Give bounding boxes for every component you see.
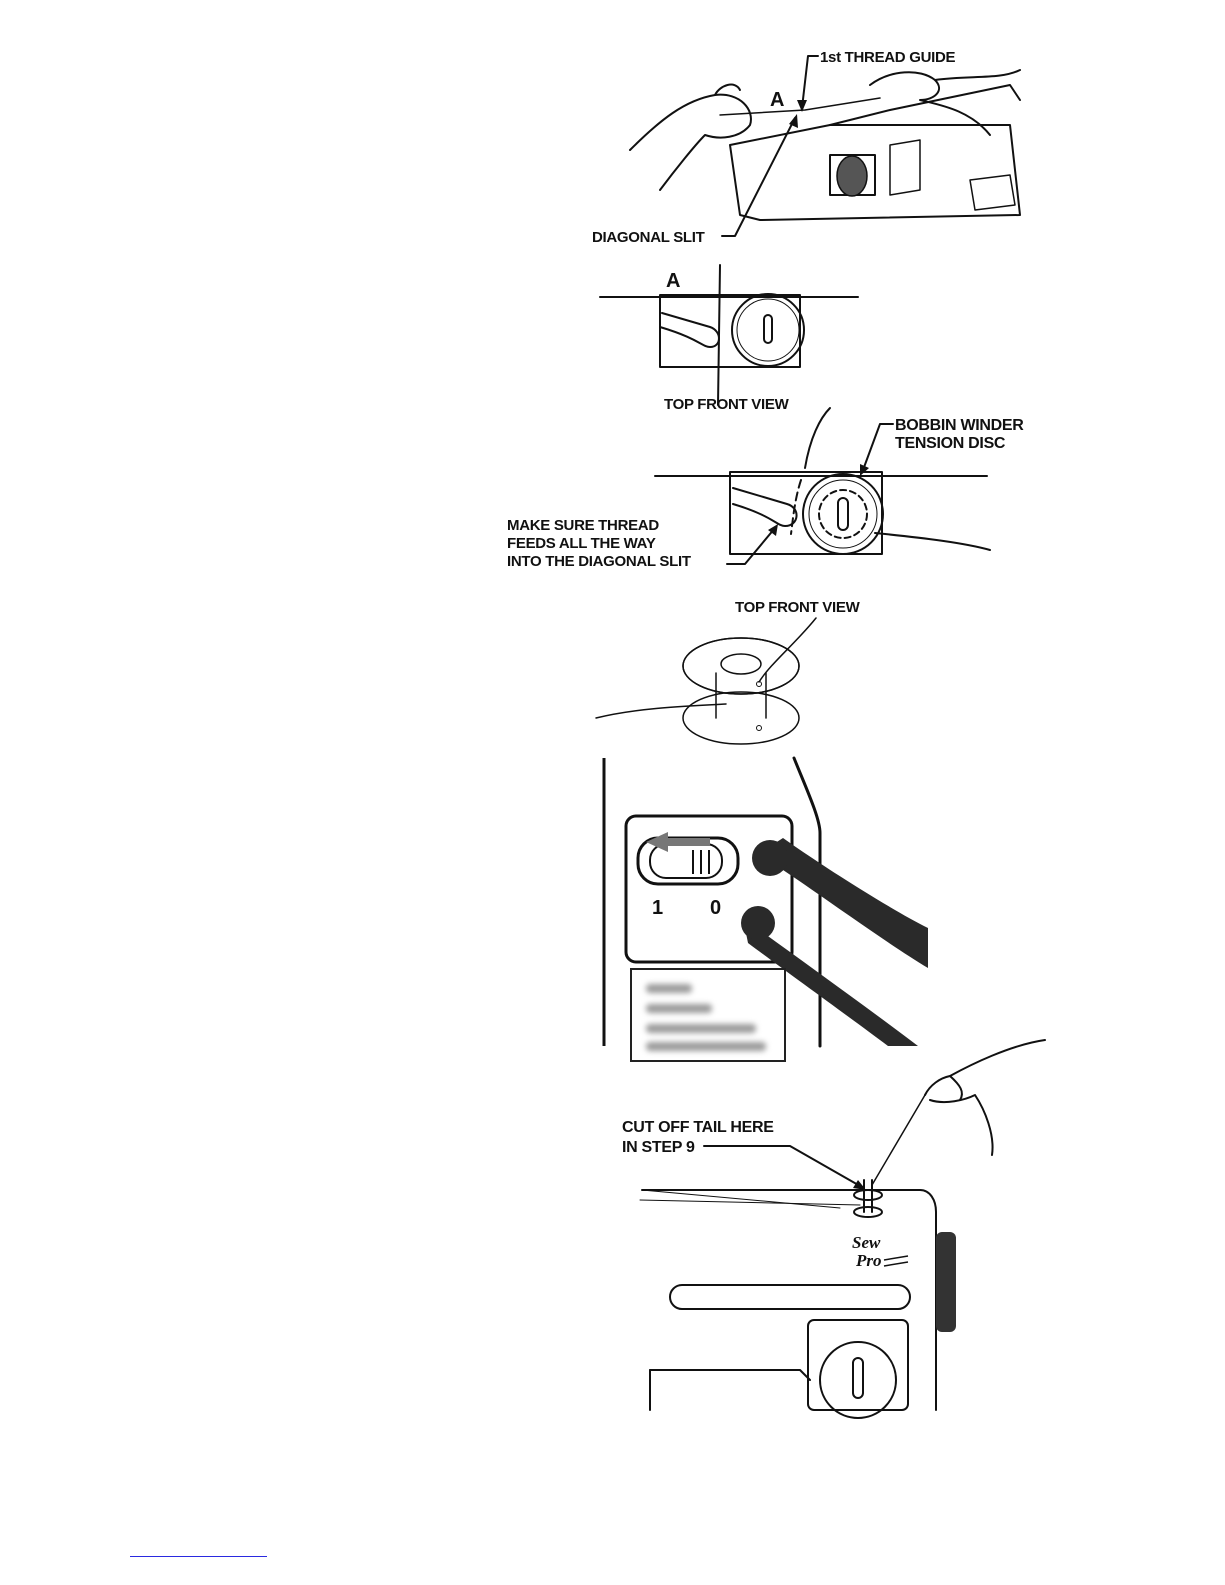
figure-cut-off-tail: CUT OFF TAIL HERE IN STEP 9 Sew Pro xyxy=(620,1040,1060,1410)
label-a-2: A xyxy=(666,270,680,292)
label-feed-1: MAKE SURE THREAD xyxy=(507,517,659,534)
label-a: A xyxy=(770,89,784,111)
bobbin-icon xyxy=(596,618,836,748)
figure-tension-disc: BOBBIN WINDER TENSION DISC MAKE SURE THR… xyxy=(505,408,1015,618)
label-tension-disc-2: TENSION DISC xyxy=(895,435,1006,452)
switch-label-off: 0 xyxy=(710,897,721,919)
figure-top-front-view-a: A TOP FRONT VIEW xyxy=(600,265,860,410)
label-cut-2: IN STEP 9 xyxy=(622,1139,695,1156)
label-feed-3: INTO THE DIAGONAL SLIT xyxy=(507,553,691,570)
switch-label-on: 1 xyxy=(652,897,663,919)
label-thread-guide: 1st THREAD GUIDE xyxy=(820,49,956,66)
label-cut-1: CUT OFF TAIL HERE xyxy=(622,1119,774,1136)
figure-thread-guide: A 1st THREAD GUIDE DIAGONAL SLIT xyxy=(590,40,1050,250)
label-diagonal-slit: DIAGONAL SLIT xyxy=(592,229,705,246)
brand-logo-pro: Pro xyxy=(855,1251,882,1270)
label-tension-disc-1: BOBBIN WINDER xyxy=(895,417,1024,434)
label-feed-2: FEEDS ALL THE WAY xyxy=(507,535,656,552)
brand-logo-sew: Sew xyxy=(852,1233,881,1252)
footer-link-underline[interactable] xyxy=(130,1556,267,1557)
caption-top-front-view-2: TOP FRONT VIEW xyxy=(735,599,861,616)
